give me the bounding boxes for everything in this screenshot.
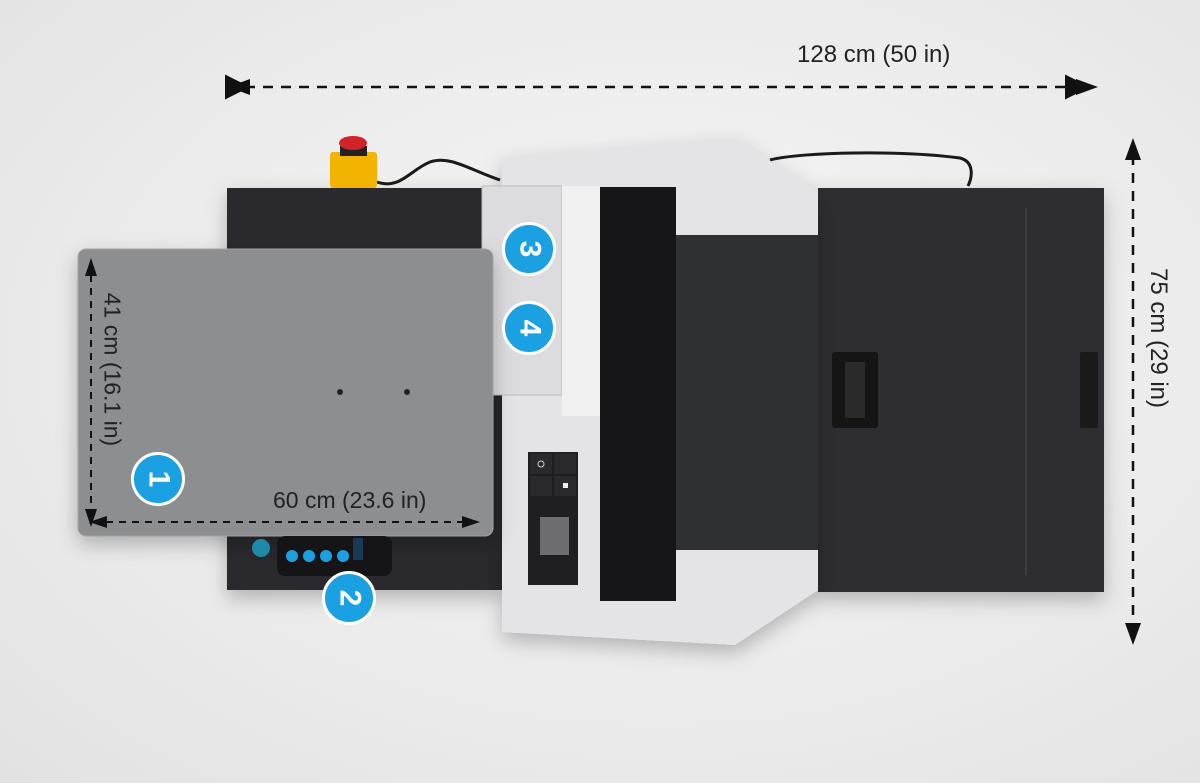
stop-icon [563,483,568,488]
print-head-panel [481,185,563,396]
emergency-stop-button [339,136,367,150]
platen-width-label: 60 cm (23.6 in) [273,487,427,513]
total-width-label: 128 cm (50 in) [797,41,951,68]
power-icon [537,460,545,468]
callout-badge-4: 4 [502,301,556,355]
callout-badge-1: 1 [131,452,185,506]
cable-left [376,158,501,186]
platen-depth-label: 41 cm (16.1 in) [99,292,126,447]
control-display [540,517,569,555]
callout-badge-2: 2 [322,571,376,625]
print-window [600,187,676,601]
emergency-stop-box [330,152,377,188]
handle-right [1080,352,1098,428]
total-depth-label: 75 cm (29 in) [1145,267,1172,409]
keypad [277,536,392,576]
callout-badge-3: 3 [502,222,556,276]
cable-right [769,151,973,187]
